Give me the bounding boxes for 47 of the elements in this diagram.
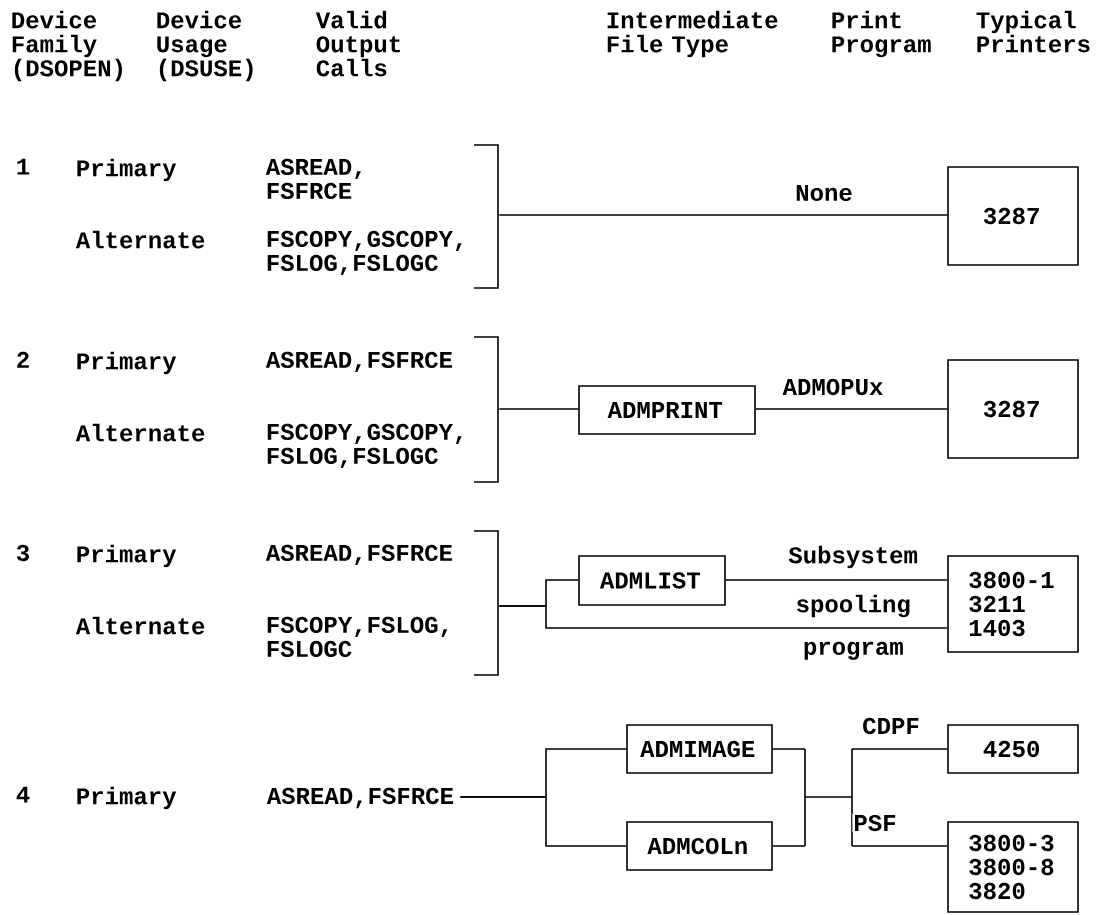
label-text: Print Program bbox=[832, 10, 931, 58]
edge-label: None bbox=[794, 184, 854, 202]
label-text: 4 bbox=[16, 786, 30, 803]
label-text: Alternate bbox=[75, 616, 205, 635]
connector-line bbox=[498, 214, 948, 216]
label-text: Primary bbox=[77, 544, 177, 568]
label-text: Primary bbox=[77, 351, 177, 375]
label-text: Alternate bbox=[75, 230, 205, 249]
edge-label: ADMOPUx bbox=[781, 377, 885, 397]
printer-box: 3287 bbox=[947, 166, 1079, 266]
bracket bbox=[473, 336, 499, 483]
label-text: 1 bbox=[17, 158, 30, 175]
file-type-box: ADMPRINT bbox=[578, 385, 756, 435]
printer-box: 3800-1 3211 1403 bbox=[947, 555, 1079, 653]
call-text: ASREAD,FSFRCE bbox=[266, 787, 454, 809]
printer-box: 3800-3 3800-8 3820 bbox=[947, 821, 1079, 913]
file-type-box: ADMLIST bbox=[578, 555, 726, 606]
label-text: program bbox=[804, 641, 903, 660]
bracket bbox=[473, 530, 499, 676]
label-text: Intermediate File Type bbox=[607, 10, 778, 58]
connector-line bbox=[755, 408, 948, 410]
connector-line bbox=[498, 408, 579, 410]
label-text: Device Family (DSOPEN) bbox=[12, 10, 122, 82]
edge-label: CDPF bbox=[861, 716, 921, 736]
label-text: Typical Printers bbox=[976, 10, 1090, 53]
label-text: Subsystem bbox=[788, 545, 918, 569]
label-text: ASREAD, FSFRCE bbox=[265, 158, 361, 200]
label-text: spooling bbox=[797, 594, 910, 618]
label-text: FSCOPY,GSCOPY, FSLOG,FSLOGC bbox=[267, 423, 462, 469]
printer-box: 3287 bbox=[947, 359, 1079, 459]
label-text: 2 bbox=[17, 351, 29, 368]
label-text: Alternate bbox=[75, 423, 205, 442]
label-text: Valid Output Calls bbox=[315, 10, 400, 77]
connector-line bbox=[459, 796, 627, 847]
label-text: Primary bbox=[77, 786, 177, 810]
bracket bbox=[473, 144, 499, 289]
connector-line bbox=[725, 579, 948, 581]
printer-box: 4250 bbox=[947, 724, 1079, 774]
file-type-box: ADMIMAGE bbox=[626, 724, 773, 774]
label-text: FSCOPY,FSLOG, FSLOGC bbox=[267, 616, 448, 658]
label-text: Primary bbox=[77, 158, 177, 182]
connector-line bbox=[498, 605, 948, 629]
edge-label: PSF bbox=[852, 813, 898, 833]
file-type-box: ADMCOLn bbox=[626, 821, 773, 871]
label-text: 3 bbox=[16, 544, 29, 562]
label-text: Device Usage (DSUSE) bbox=[157, 10, 253, 82]
connector-line bbox=[772, 748, 948, 847]
